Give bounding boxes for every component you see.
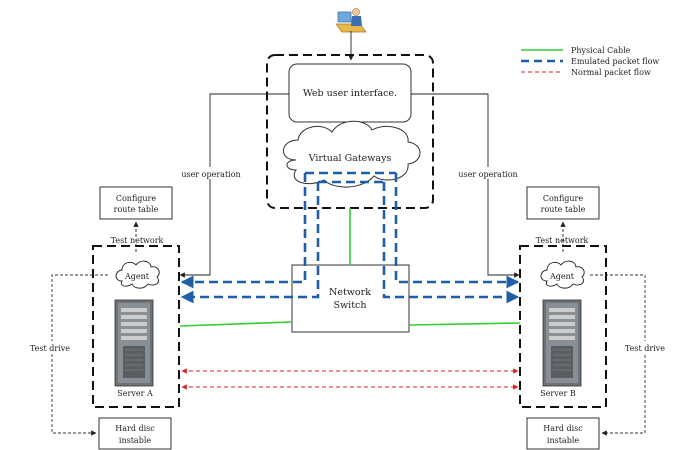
- network-switch-label-2: Switch: [334, 300, 367, 311]
- physical-cable-right: [408, 322, 521, 326]
- test-drive-line-left: [51, 274, 108, 436]
- configure-route-label-right-1: Configure: [543, 194, 584, 203]
- server-tower-icon-right: [542, 299, 582, 387]
- agent-label-left: Agent: [124, 272, 150, 281]
- user-operation-line-right: [411, 93, 520, 278]
- legend-physical-label: Physical Cable: [571, 46, 631, 55]
- user-operation-label-left: user operation: [181, 170, 240, 179]
- network-switch-label-1: Network: [329, 287, 371, 298]
- agent-label-right: Agent: [549, 272, 575, 281]
- hard-disc-box-left: [98, 417, 172, 450]
- server-label-left: Server A: [117, 389, 153, 398]
- virtual-gateways-label: Virtual Gateways: [308, 153, 392, 164]
- server-label-right: Server B: [540, 389, 576, 398]
- emulated-flow-left-inner: [180, 182, 320, 304]
- hard-disc-label-left-1: Hard disc: [115, 424, 155, 433]
- configure-route-box-left: [99, 186, 173, 220]
- test-drive-line-right: [590, 274, 646, 436]
- hard-disc-box-right: [526, 417, 600, 450]
- configure-route-label-left-2: route table: [114, 205, 159, 214]
- configure-route-label-left-1: Configure: [116, 194, 157, 203]
- legend-normal-label: Normal packet flow: [571, 68, 651, 77]
- configure-route-box-right: [526, 186, 600, 220]
- hard-disc-label-left-2: instable: [119, 436, 151, 445]
- server-tower-icon-left: [114, 299, 154, 387]
- hard-disc-label-right-2: instable: [547, 436, 579, 445]
- user-operation-line-left: [179, 93, 289, 278]
- configure-route-label-right-2: route table: [541, 205, 586, 214]
- network-switch-box: [291, 264, 410, 333]
- emulated-flow-right-outer: [394, 173, 520, 289]
- physical-cable-left: [179, 321, 293, 327]
- web-ui-label: Web user interface.: [303, 88, 397, 99]
- user-operation-label-right: user operation: [458, 170, 517, 179]
- user-at-computer-icon: [335, 8, 367, 33]
- emulated-flow-left-outer: [180, 173, 307, 289]
- legend: Physical Cable Emulated packet flow Norm…: [521, 46, 659, 77]
- test-drive-label-left: Test drive: [30, 344, 70, 353]
- hard-disc-label-right-1: Hard disc: [543, 424, 583, 433]
- test-network-label-left: Test network: [111, 236, 164, 245]
- test-network-label-right: Test network: [536, 236, 589, 245]
- test-drive-label-right: Test drive: [625, 344, 665, 353]
- emulated-flow-right-inner: [382, 182, 520, 304]
- legend-emulated-label: Emulated packet flow: [571, 57, 659, 66]
- virtual-gateways-cloud: [283, 120, 421, 188]
